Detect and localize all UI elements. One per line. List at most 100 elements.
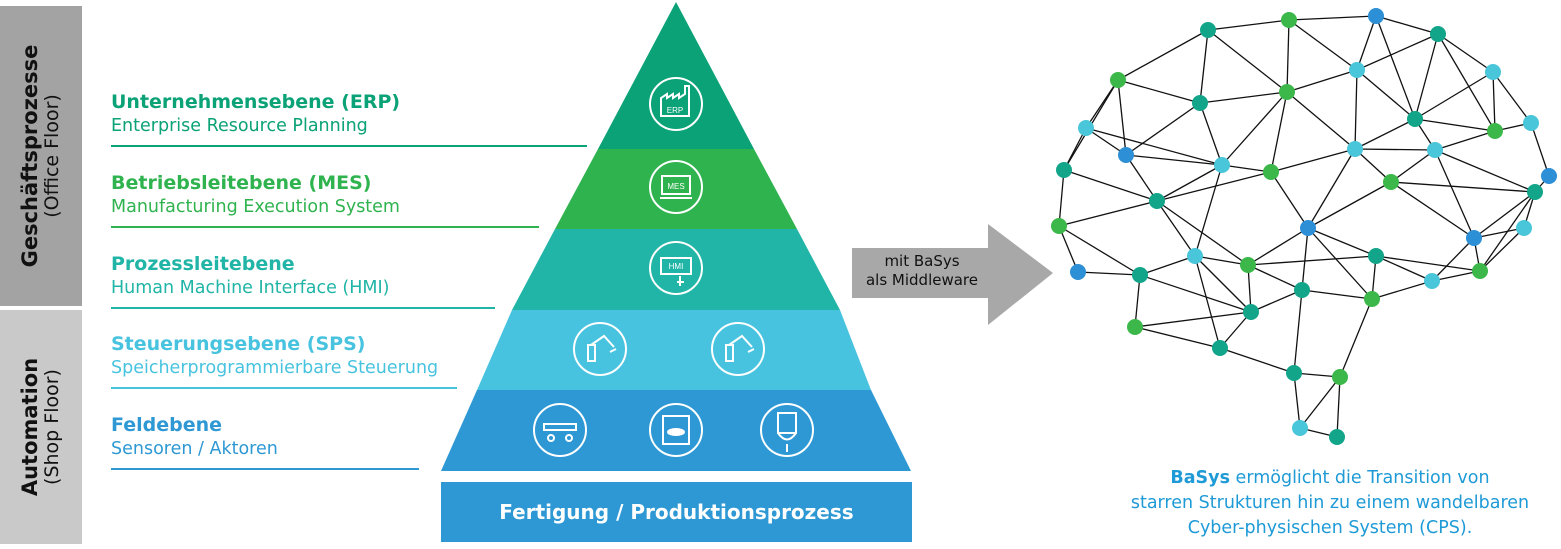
- network-edge: [1207, 29, 1288, 93]
- sensor-box-icon: [649, 403, 703, 457]
- network-edge: [1479, 191, 1536, 272]
- network-edge: [1336, 376, 1341, 438]
- network-node: [1383, 174, 1399, 190]
- network-edge: [1390, 149, 1436, 183]
- network-edge: [1134, 311, 1252, 328]
- network-edge: [1156, 164, 1223, 202]
- network-edge: [1125, 154, 1223, 166]
- network-edge: [1390, 181, 1475, 239]
- network-edge: [1473, 191, 1536, 239]
- network-edge: [1247, 255, 1377, 266]
- touchscreen-hmi-icon: HMI: [649, 241, 703, 295]
- level-erp: Unternehmensebene (ERP) Enterprise Resou…: [111, 90, 587, 147]
- network-edge: [1431, 237, 1475, 282]
- network-edge: [1125, 154, 1158, 202]
- network-node: [1472, 263, 1488, 279]
- network-edge: [1299, 376, 1341, 429]
- network-edge: [1492, 71, 1496, 132]
- network-edge: [1375, 255, 1481, 272]
- network-node: [1407, 111, 1423, 127]
- network-edge: [1117, 29, 1209, 81]
- network-edge: [1530, 122, 1550, 177]
- level-mes-rule: [111, 226, 539, 228]
- network-node: [1368, 8, 1384, 24]
- conveyor-icon: [533, 403, 587, 457]
- network-node: [1110, 72, 1126, 88]
- caption-line3: Cyber-physischen System (CPS).: [1187, 518, 1473, 538]
- network-edge: [1434, 149, 1475, 239]
- network-edge: [1134, 274, 1141, 328]
- network-edge: [1247, 264, 1303, 291]
- network-node: [1329, 429, 1345, 445]
- level-field-desc: Sensoren / Aktoren: [111, 439, 278, 459]
- network-node: [1187, 248, 1203, 264]
- network-node: [1051, 218, 1067, 234]
- network-edge: [1156, 200, 1196, 257]
- network-edge: [1479, 227, 1525, 272]
- network-edge: [1288, 15, 1377, 21]
- caption: BaSys ermöglicht die Transition von star…: [1100, 466, 1560, 541]
- network-edge: [1437, 33, 1494, 73]
- cps-network: [1051, 8, 1557, 445]
- network-edge: [1307, 181, 1392, 229]
- network-edge: [1375, 15, 1439, 35]
- network-edge: [1414, 33, 1439, 120]
- network-node: [1332, 369, 1348, 385]
- level-erp-desc: Enterprise Resource Planning: [111, 116, 368, 136]
- network-edge: [1286, 69, 1358, 93]
- network-edge: [1307, 148, 1356, 229]
- network-edge: [1356, 69, 1416, 120]
- caption-brand: BaSys: [1170, 468, 1230, 488]
- network-edge: [1301, 227, 1309, 291]
- network-node: [1056, 162, 1072, 178]
- level-sps-name: Steuerungsebene (SPS): [111, 333, 366, 355]
- network-node: [1349, 62, 1365, 78]
- network-edge: [1473, 227, 1525, 239]
- network-node: [1466, 230, 1482, 246]
- network-edge: [1492, 71, 1532, 124]
- network-node: [1070, 264, 1086, 280]
- network-edge: [1371, 280, 1433, 300]
- robot-arm-icon: [711, 322, 765, 376]
- level-field: Feldebene Sensoren / Aktoren: [111, 413, 419, 470]
- level-mes: Betriebsleitebene (MES) Manufacturing Ex…: [111, 171, 539, 228]
- network-edge: [1221, 164, 1272, 173]
- network-edge: [1125, 102, 1201, 156]
- network-edge: [1156, 171, 1272, 202]
- network-edge: [1293, 372, 1301, 429]
- network-node: [1368, 248, 1384, 264]
- network-edge: [1431, 270, 1481, 282]
- shop-floor-band: Automation (Shop Floor): [0, 310, 82, 544]
- level-field-rule: [111, 468, 419, 470]
- network-node: [1294, 282, 1310, 298]
- network-edge: [1356, 15, 1377, 71]
- network-node: [1427, 142, 1443, 158]
- level-hmi-name: Prozessleitebene: [111, 253, 295, 275]
- factory-erp-icon: ERP: [649, 77, 703, 131]
- caption-line2: starren Strukturen hin zu einem wandelba…: [1130, 493, 1530, 513]
- level-sps-rule: [111, 387, 457, 389]
- robot-arm-icon: [573, 322, 627, 376]
- network-edge: [1414, 118, 1496, 132]
- network-edge: [1139, 255, 1196, 276]
- network-node: [1118, 147, 1134, 163]
- network-edge: [1156, 200, 1249, 266]
- network-edge: [1307, 227, 1377, 257]
- network-node: [1541, 168, 1557, 184]
- network-edge: [1270, 148, 1356, 173]
- network-edge: [1207, 19, 1290, 31]
- level-sps: Steuerungsebene (SPS) Speicherprogrammie…: [111, 332, 457, 389]
- network-node: [1300, 220, 1316, 236]
- network-edge: [1058, 225, 1079, 273]
- level-field-name: Feldebene: [111, 414, 222, 436]
- monitor-mes-icon: MES: [649, 160, 703, 214]
- network-edge: [1139, 274, 1252, 313]
- network-node: [1424, 273, 1440, 289]
- network-node: [1279, 84, 1295, 100]
- network-edge: [1058, 169, 1065, 227]
- level-sps-desc: Speicherprogrammierbare Steuerung: [111, 358, 439, 378]
- actuator-icon: [760, 403, 814, 457]
- office-floor-band: Geschäftsprozesse (Office Floor): [0, 6, 82, 306]
- pyramid: [441, 2, 912, 542]
